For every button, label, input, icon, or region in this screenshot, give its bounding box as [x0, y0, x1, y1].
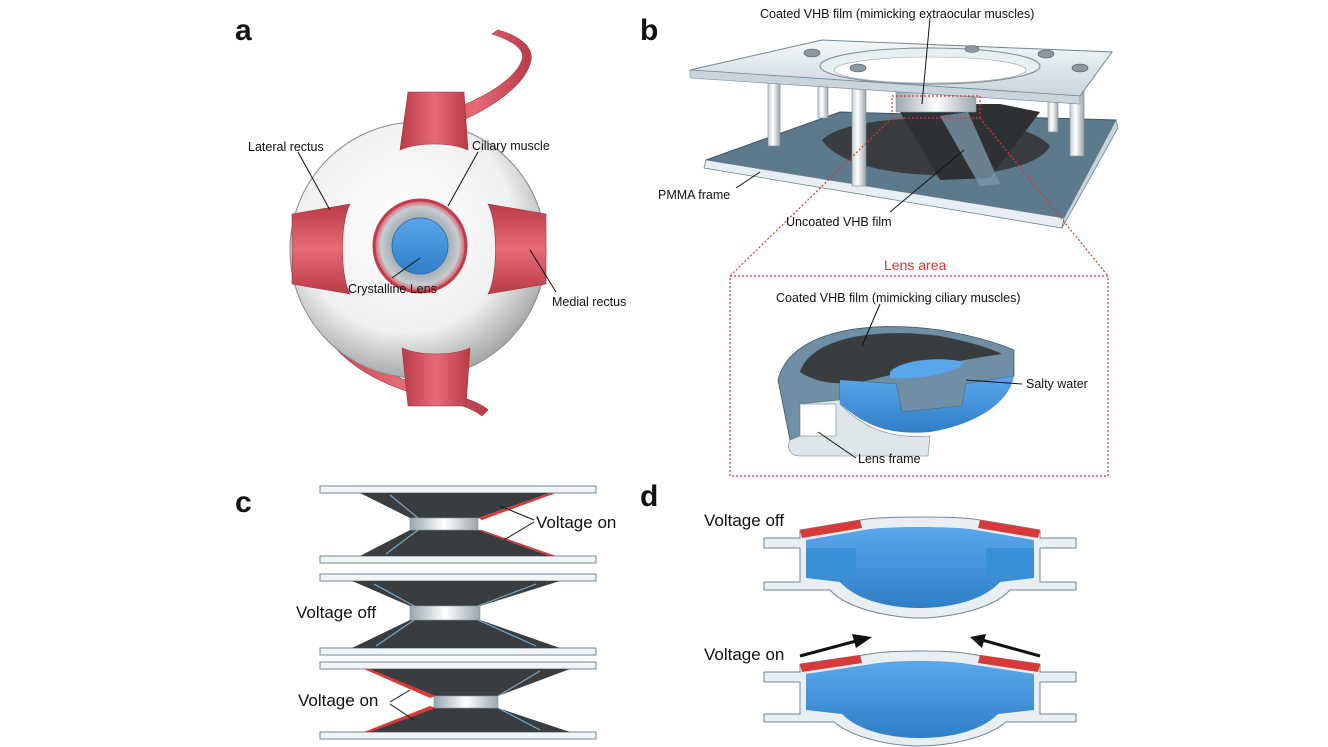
base-plate-side: [1061, 118, 1119, 229]
label-lateral-rectus: Lateral rectus: [248, 140, 324, 154]
bolts: [803, 45, 1089, 73]
leader-medial-rectus: [529, 249, 557, 293]
label-lens-area: Lens area: [884, 257, 946, 273]
post-2: [851, 79, 867, 187]
panel-d: d Voltage off Voltage on: [640, 480, 1077, 747]
crystalline-lens-shape: [391, 217, 449, 275]
lens-area-box: [729, 275, 1109, 477]
panel-letter-a: a: [235, 14, 252, 47]
c-stage-3: [319, 661, 597, 740]
c-stage-2: [319, 573, 597, 656]
label-pmma-frame: PMMA frame: [658, 188, 730, 202]
leader-ciliary-muscle: [447, 151, 479, 207]
label-c-voltage-off: Voltage off: [296, 603, 376, 622]
zoom-line-left: [729, 117, 893, 277]
label-crystalline-lens: Crystalline Lens: [348, 282, 437, 296]
label-d-voltage-on: Voltage on: [704, 645, 784, 664]
leader-salty-water: [965, 379, 1023, 385]
lateral-rectus-muscle: [291, 203, 351, 295]
label-c-voltage-on-bottom: Voltage on: [298, 691, 378, 710]
top-plate-edge: [689, 69, 1081, 105]
aperture-inner: [833, 56, 1027, 84]
label-ciliary-muscle: Ciliary muscle: [472, 139, 550, 153]
label-coated-ciliary: Coated VHB film (mimicking ciliary muscl…: [776, 291, 1021, 305]
leader-coated-extraocular: [921, 17, 931, 105]
panel-letter-b: b: [640, 14, 658, 47]
label-c-voltage-on-top: Voltage on: [536, 513, 616, 532]
leader-lateral-rectus: [297, 151, 331, 211]
label-medial-rectus: Medial rectus: [552, 295, 626, 309]
lens-zoom-marker: [891, 95, 981, 119]
superior-rectus: [399, 91, 469, 151]
lens-cutaway: [777, 326, 1015, 457]
panel-a: a Lateral rectus Ciliary muscle Crystall…: [235, 14, 626, 417]
leader-pmma-frame: [735, 171, 761, 189]
uncoated-strip: [940, 112, 1000, 186]
label-coated-extraocular: Coated VHB film (mimicking extraocular m…: [760, 7, 1034, 21]
zoom-line-right: [979, 117, 1109, 277]
leader-crystalline-lens: [391, 257, 421, 279]
panel-letter-c: c: [235, 486, 252, 519]
leader-c-voltage-on-bottom: [389, 689, 415, 721]
label-salty-water: Salty water: [1026, 377, 1088, 391]
d-lens-on: [763, 650, 1077, 747]
leader-c-voltage-on-top: [499, 505, 535, 541]
c-stage-1: [319, 485, 597, 564]
medial-rectus-muscle: [487, 203, 547, 295]
arrow-right: [970, 634, 1041, 658]
panel-b: b: [640, 7, 1119, 477]
label-lens-frame: Lens frame: [858, 452, 921, 466]
d-lens-off: [763, 516, 1077, 619]
panel-letter-d: d: [640, 480, 658, 513]
leader-uncoated: [889, 149, 965, 213]
arrow-left: [799, 634, 872, 658]
leader-coated-ciliary: [861, 303, 881, 347]
label-uncoated: Uncoated VHB film: [786, 215, 892, 229]
inferior-rectus: [401, 347, 471, 407]
panel-c: c: [235, 485, 616, 740]
label-d-voltage-off: Voltage off: [704, 511, 784, 530]
leader-lens-frame: [817, 431, 857, 459]
